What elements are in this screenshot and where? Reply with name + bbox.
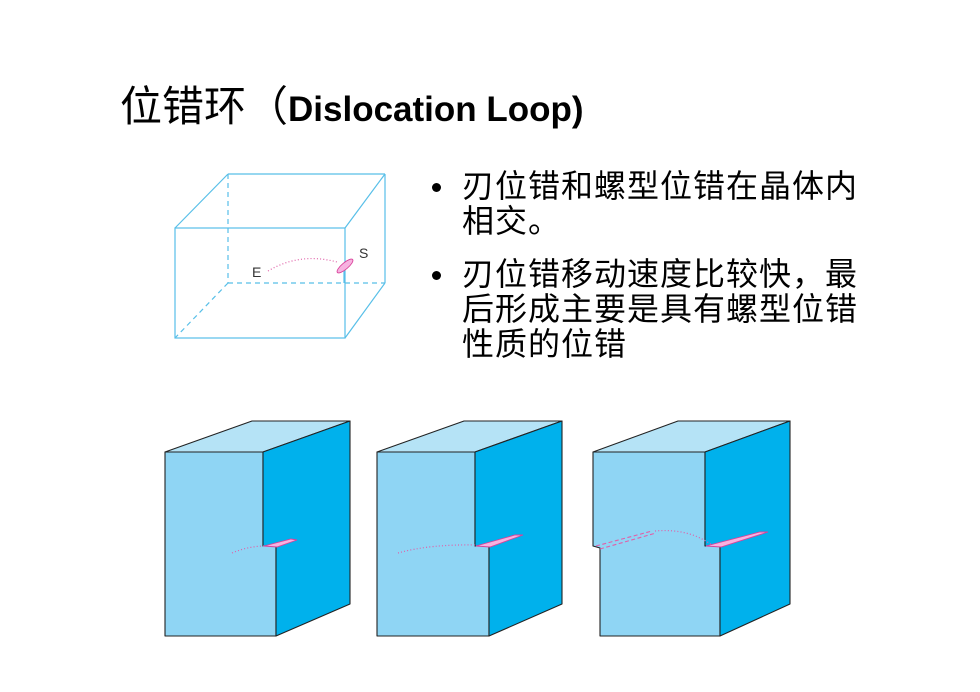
block-1-slip-patch: [263, 538, 298, 548]
block-2-slip-patch: [475, 534, 524, 548]
block-3-left-step-line-lower: [599, 532, 657, 550]
block-1-front-face: [164, 451, 277, 637]
dislocation-loop-curve: [267, 257, 338, 272]
bullet-icon: [432, 271, 441, 280]
block-3-side-face: [704, 420, 791, 637]
block-2-loop-curve: [397, 544, 478, 554]
slip-patch: [336, 258, 354, 274]
block-3-slip-patch: [705, 531, 769, 548]
bullet-text: 刃位错移动速度比较快，最后形成主要是具有螺型位错性质的位错: [462, 255, 859, 363]
bullet-icon: [432, 183, 441, 192]
bullet-item: 刃位错移动速度比较快，最后形成主要是具有螺型位错性质的位错: [430, 257, 870, 362]
crystal-block-1: [164, 420, 351, 637]
page-title-chinese: 位错环（: [120, 82, 289, 131]
wireframe-cube-diagram: [174, 173, 386, 339]
cube-top-right-edge: [344, 173, 386, 229]
block-3-left-step-line-upper: [595, 530, 653, 547]
bullet-item: 刃位错和螺型位错在晶体内相交。: [430, 169, 870, 239]
crystal-block-2: [376, 420, 563, 637]
page-title-english: Dislocation Loop): [288, 90, 584, 129]
block-3-loop-curve: [654, 529, 713, 546]
bullet-text: 刃位错和螺型位错在晶体内相交。: [462, 167, 859, 240]
block-1-side-face: [262, 420, 351, 637]
edge-dislocation-label: E: [252, 264, 261, 280]
bullet-list: 刃位错和螺型位错在晶体内相交。 刃位错移动速度比较快，最后形成主要是具有螺型位错…: [430, 169, 870, 380]
block-2-side-face: [474, 420, 563, 637]
crystal-block-3: [592, 420, 791, 637]
screw-dislocation-label: S: [359, 245, 368, 261]
page-title: 位错环（Dislocation Loop): [120, 80, 584, 137]
cube-top-left-edge: [174, 173, 229, 229]
cube-bottom-right-edge: [344, 282, 386, 339]
block-2-front-face: [376, 451, 490, 637]
block-3-front-face: [592, 451, 721, 637]
cube-hidden-diagonal-edge: [174, 282, 229, 339]
